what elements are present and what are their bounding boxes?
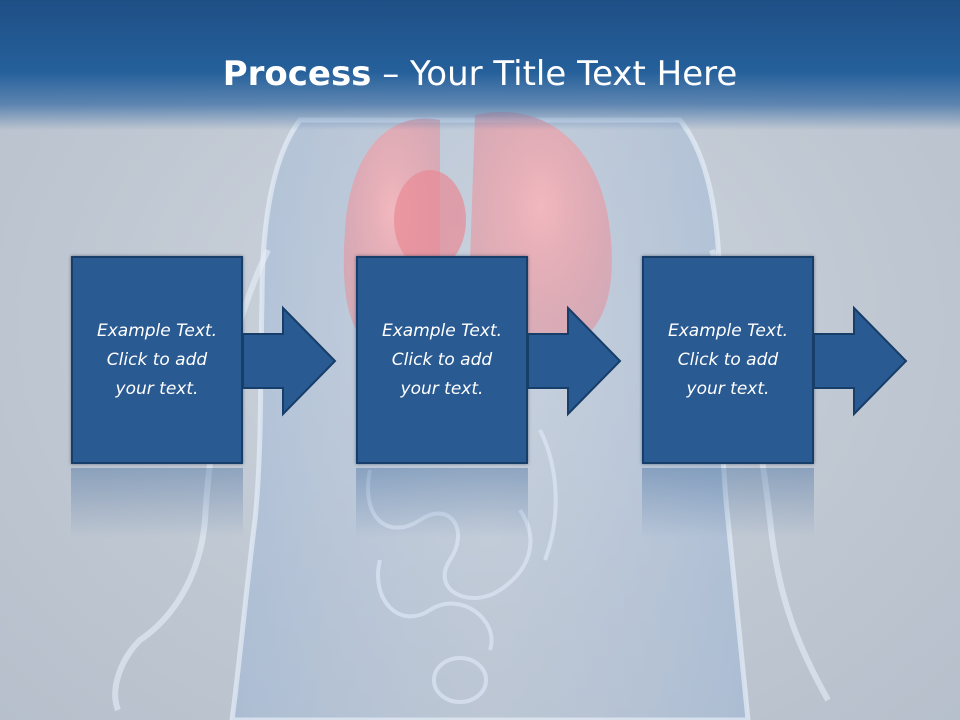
step-3-line-1: Example Text. xyxy=(667,320,789,341)
step-3-reflection xyxy=(642,468,814,538)
process-step-3: Example Text. Click to add your text. xyxy=(642,256,932,538)
step-1-line-2: Click to add xyxy=(106,349,208,370)
step-2-text-box[interactable]: Example Text. Click to add your text. xyxy=(356,256,528,464)
step-2-text: Example Text. Click to add your text. xyxy=(382,317,502,404)
step-1-line-3: your text. xyxy=(115,378,199,399)
step-2-line-1: Example Text. xyxy=(381,320,503,341)
step-1-text: Example Text. Click to add your text. xyxy=(97,317,217,404)
step-2-arrow-icon xyxy=(527,305,622,417)
step-3-text-box[interactable]: Example Text. Click to add your text. xyxy=(642,256,814,464)
step-3-line-2: Click to add xyxy=(677,349,779,370)
step-2-line-3: your text. xyxy=(400,378,484,399)
step-1-arrow-icon xyxy=(242,305,337,417)
title-bar xyxy=(0,0,960,130)
step-3-text: Example Text. Click to add your text. xyxy=(668,317,788,404)
title-bold-part: Process xyxy=(222,54,372,94)
process-step-1: Example Text. Click to add your text. xyxy=(71,256,361,538)
slide-title[interactable]: Process – Your Title Text Here xyxy=(0,48,960,100)
step-2-line-2: Click to add xyxy=(391,349,493,370)
step-3-line-3: your text. xyxy=(686,378,770,399)
title-rest-part: – Your Title Text Here xyxy=(371,54,738,94)
step-1-line-1: Example Text. xyxy=(96,320,218,341)
step-1-reflection xyxy=(71,468,243,538)
step-3-arrow-icon xyxy=(813,305,908,417)
step-1-text-box[interactable]: Example Text. Click to add your text. xyxy=(71,256,243,464)
step-2-reflection xyxy=(356,468,528,538)
process-step-2: Example Text. Click to add your text. xyxy=(356,256,646,538)
